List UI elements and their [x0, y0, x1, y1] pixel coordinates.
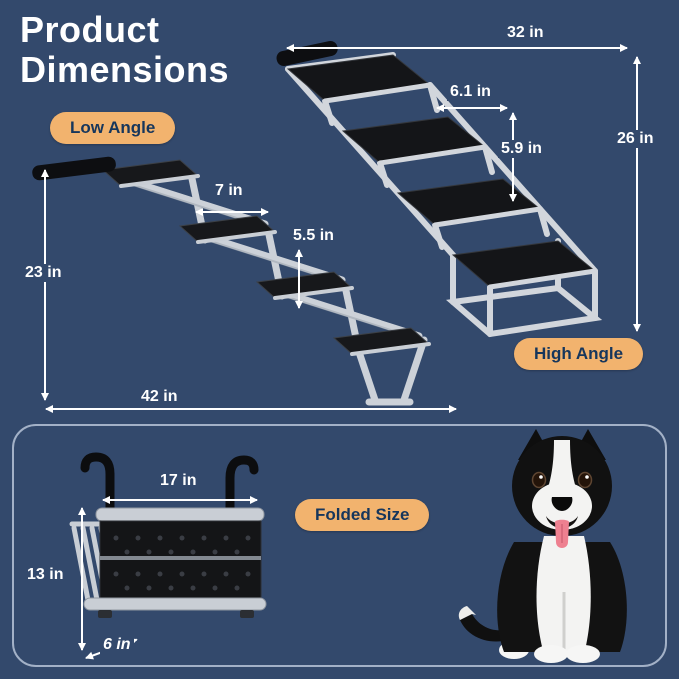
- dim-arrow-folded-height-13in: [78, 507, 86, 651]
- folded-base-bar: [83, 597, 267, 611]
- dim-arrow-height-26in: [633, 56, 641, 332]
- dim-label-length-42in: 42 in: [138, 388, 181, 406]
- folded-top-bar: [95, 507, 265, 522]
- dog-head: [512, 429, 612, 548]
- dim-label-step-depth-6-1in: 6.1 in: [447, 83, 494, 101]
- dim-label-height-26in: 26 in: [614, 130, 657, 148]
- folded-size-panel: [12, 424, 667, 667]
- dim-arrow-folded-width-17in: [102, 496, 258, 504]
- dog-illustration: [458, 429, 627, 663]
- dim-arrow-step-rise-5-5in: [295, 249, 303, 309]
- page-title-line1: Product: [20, 9, 160, 50]
- dim-label-folded-height-13in: 13 in: [24, 566, 67, 584]
- low-angle-stairs-illustration: [32, 156, 431, 406]
- page-title: Product Dimensions: [20, 9, 230, 91]
- dim-arrow-length-42in: [45, 405, 457, 413]
- folded-foot-right: [240, 610, 254, 618]
- folded-panel-texture: [113, 535, 251, 591]
- dim-arrow-height-23in: [41, 169, 49, 401]
- dim-arrow-step-depth-6-1in: [436, 104, 508, 112]
- folded-size-badge: Folded Size: [295, 499, 430, 531]
- dog-body: [458, 536, 627, 663]
- dim-arrow-step-depth-7in: [195, 208, 269, 216]
- dim-label-step-depth-7in: 7 in: [212, 182, 246, 200]
- stair-treads: [286, 54, 598, 290]
- dim-label-step-rise-5-9in: 5.9 in: [498, 140, 545, 158]
- dim-label-folded-width-17in: 17 in: [157, 472, 200, 490]
- dim-label-height-23in: 23 in: [22, 264, 65, 282]
- folded-hinge-bar: [100, 556, 261, 560]
- folded-stairs-illustration: [69, 452, 267, 618]
- stair-treads: [101, 159, 431, 356]
- carry-handle: [32, 156, 116, 181]
- folded-handle-left: [80, 452, 115, 521]
- folded-foot-left: [98, 610, 112, 618]
- page-title-line2: Dimensions: [20, 49, 230, 91]
- dim-label-step-rise-5-5in: 5.5 in: [290, 227, 337, 245]
- folded-handle-right: [225, 455, 259, 521]
- dim-arrow-length-32in: [286, 44, 628, 52]
- dim-label-length-32in: 32 in: [504, 24, 547, 42]
- high-angle-stairs-illustration: [276, 41, 603, 338]
- low-angle-badge: Low Angle: [50, 112, 176, 144]
- high-angle-badge: High Angle: [514, 338, 644, 370]
- dim-label-folded-depth-6in: 6 in: [100, 636, 134, 654]
